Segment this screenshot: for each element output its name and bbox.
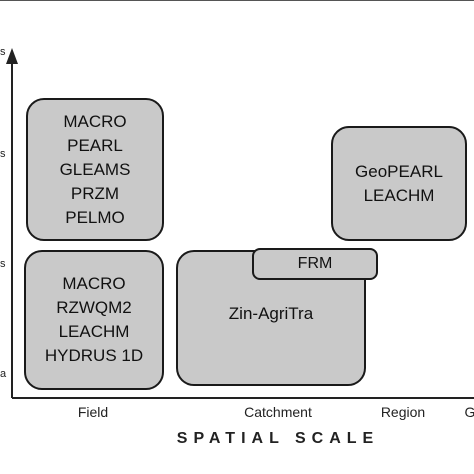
x-tick-field: Field [77,404,109,420]
region-line-2: LEACHM [363,185,435,205]
frm-box: FRM [252,248,378,280]
region-line-1: GeoPEARL [355,161,443,181]
x-tick-global-fragment: G [464,404,474,420]
field-upper-line-4: PRZM [70,183,120,203]
field-lower-line-3: LEACHM [58,322,130,341]
x-tick-catchment: Catchment [244,404,312,420]
field-upper-box: MACRO PEARL GLEAMS PRZM PELMO [26,98,164,241]
region-box: GeoPEARL LEACHM [331,126,467,241]
field-lower-line-4: HYDRUS 1D [44,346,144,365]
y-tick-label-4: a [0,368,7,380]
field-upper-line-1: MACRO [63,111,127,131]
y-tick-label-3: s [0,258,6,270]
frm-line-1: FRM [297,255,333,272]
field-upper-line-2: PEARL [67,135,123,155]
catchment-line-1: Zin-AgriTra [228,304,314,323]
field-upper-line-5: PELMO [65,207,125,227]
y-tick-label-2: s [0,148,6,160]
x-tick-region: Region [380,404,426,420]
field-lower-box: MACRO RZWQM2 LEACHM HYDRUS 1D [24,250,164,390]
y-tick-label-1: s [0,46,6,58]
y-axis-arrowhead [6,48,18,64]
field-upper-line-3: GLEAMS [59,159,131,179]
x-axis-title: SPATIAL SCALE [176,430,380,447]
field-lower-line-2: RZWQM2 [56,298,132,317]
top-border-line [0,0,474,1]
field-lower-line-1: MACRO [62,274,126,293]
